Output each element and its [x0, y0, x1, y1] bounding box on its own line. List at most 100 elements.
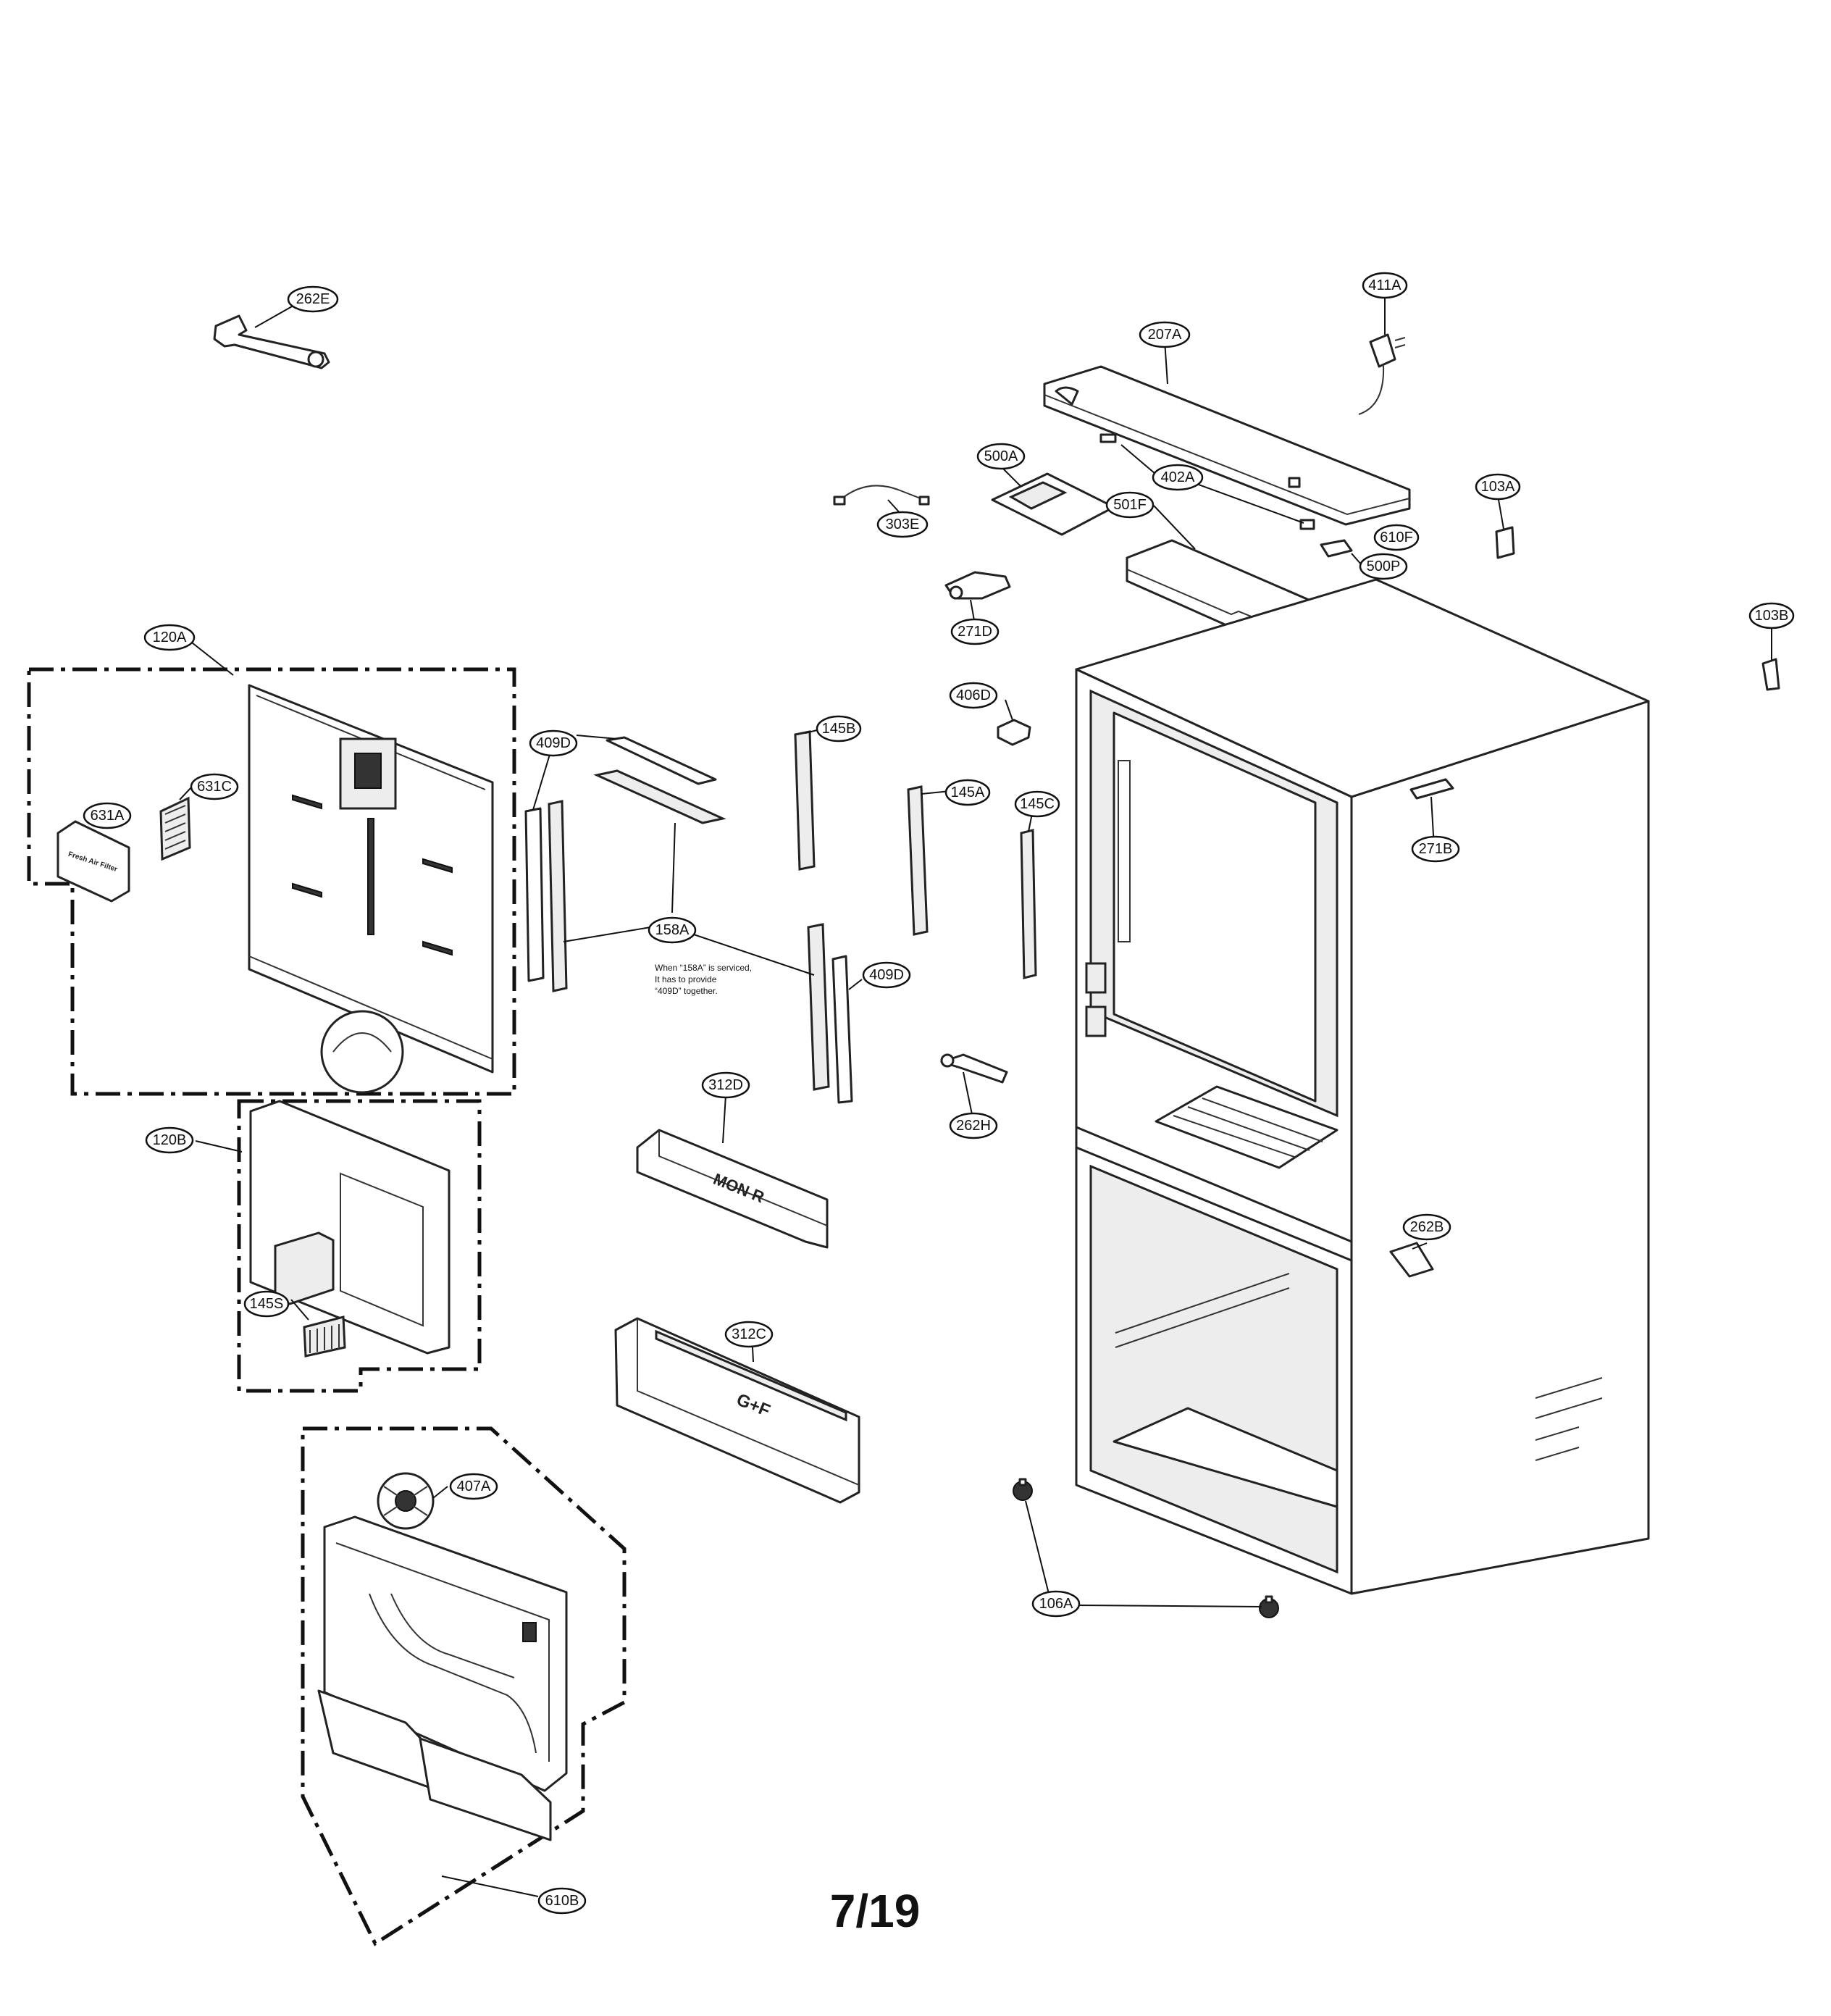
svg-text:409D: 409D	[536, 735, 571, 751]
callout-120a: 120A	[143, 624, 196, 651]
group-outline-610b	[301, 1426, 627, 1946]
svg-text:411A: 411A	[1368, 277, 1401, 293]
callout-631c: 631C	[190, 773, 239, 800]
callout-207a: 207A	[1139, 321, 1191, 348]
svg-text:312C: 312C	[732, 1326, 766, 1342]
svg-text:500P: 500P	[1367, 559, 1401, 574]
callout-271b: 271B	[1411, 835, 1460, 863]
part-120b-panel	[249, 1100, 451, 1355]
part-610b-duct-assembly	[317, 1515, 568, 1841]
callout-145a: 145A	[944, 779, 991, 806]
callout-402a: 402A	[1152, 464, 1204, 491]
svg-text:501F: 501F	[1113, 497, 1147, 513]
callout-500a: 500A	[976, 443, 1026, 470]
callout-145c: 145C	[1014, 790, 1060, 818]
svg-text:145C: 145C	[1020, 796, 1055, 812]
part-106a-leveling-leg-rear	[1259, 1595, 1279, 1618]
callout-262e: 262E	[287, 285, 339, 313]
callout-120b: 120B	[145, 1126, 194, 1154]
callout-303e: 303E	[876, 511, 929, 538]
part-409d-strip-right	[831, 955, 853, 1104]
callout-271d: 271D	[950, 618, 1000, 645]
part-262h-hinge	[940, 1053, 1008, 1084]
callout-262b: 262B	[1402, 1213, 1451, 1241]
part-402a-hinge-piece	[1299, 519, 1315, 530]
part-303e-wire-harness	[833, 485, 930, 506]
part-411a-power-cord	[1358, 333, 1406, 415]
callout-158a: 158A	[648, 916, 697, 944]
part-145b-rail	[794, 730, 816, 871]
svg-text:262H: 262H	[956, 1118, 991, 1134]
svg-text:158A: 158A	[655, 922, 690, 938]
callout-407a: 407A	[449, 1473, 498, 1500]
svg-text:120A: 120A	[153, 630, 187, 645]
part-158a-strip-right	[807, 923, 830, 1091]
service-note: When “158A” is serviced, It has to provi…	[655, 963, 752, 996]
callout-610b: 610B	[537, 1887, 587, 1915]
part-500p	[1320, 539, 1353, 558]
svg-text:610F: 610F	[1380, 530, 1413, 545]
callout-409d-mid: 409D	[862, 961, 911, 989]
callout-501f: 501F	[1105, 491, 1155, 519]
svg-text:631C: 631C	[197, 779, 232, 795]
svg-text:271B: 271B	[1419, 841, 1453, 857]
service-note-line-3: “409D” together.	[655, 986, 718, 996]
svg-text:103B: 103B	[1755, 608, 1789, 624]
part-500a-control-board	[991, 472, 1115, 536]
part-145c-rail	[1020, 829, 1037, 979]
svg-text:271D: 271D	[958, 624, 992, 640]
part-145s-connector	[303, 1316, 346, 1358]
callout-103b: 103B	[1748, 602, 1795, 630]
svg-text:406D: 406D	[956, 687, 991, 703]
part-312d-door-bin: MON R	[636, 1129, 829, 1249]
part-631a-filter-cover: Fresh Air Filter	[56, 820, 130, 903]
part-158a-strip-top	[593, 769, 726, 824]
callout-631a: 631A	[83, 802, 132, 829]
callout-145s: 145S	[243, 1290, 290, 1318]
svg-text:500A: 500A	[984, 448, 1018, 464]
part-409d-strip-top	[606, 736, 717, 785]
service-note-line-1: When “158A” is serviced,	[655, 963, 752, 973]
svg-text:312D: 312D	[708, 1077, 743, 1093]
svg-text:407A: 407A	[457, 1478, 491, 1494]
callout-406d: 406D	[949, 682, 998, 709]
part-312c-door-bin: G+F	[614, 1317, 860, 1504]
svg-text:610B: 610B	[545, 1893, 579, 1909]
part-407a-fan-motor	[377, 1472, 435, 1530]
svg-text:631A: 631A	[91, 808, 125, 824]
page-number: 7/19	[830, 1885, 921, 1937]
callout-106a: 106A	[1031, 1590, 1081, 1618]
part-631c-filter	[159, 796, 191, 861]
part-262b-hinge	[1389, 1242, 1434, 1278]
callout-500p: 500P	[1359, 553, 1408, 580]
part-409d-strip-left	[524, 807, 545, 982]
svg-text:145S: 145S	[250, 1296, 284, 1312]
svg-text:207A: 207A	[1148, 327, 1182, 343]
svg-text:409D: 409D	[869, 967, 904, 983]
svg-text:402A: 402A	[1161, 469, 1195, 485]
svg-text:106A: 106A	[1039, 1596, 1073, 1612]
svg-text:145A: 145A	[951, 785, 985, 800]
part-103a-clip	[1495, 526, 1515, 559]
svg-text:262E: 262E	[296, 291, 330, 307]
callout-262h: 262H	[949, 1112, 998, 1139]
callout-312c: 312C	[724, 1321, 774, 1348]
part-120a-rear-panel	[248, 684, 494, 1094]
part-271b-hinge	[1409, 778, 1454, 800]
group-outline-120b	[237, 1099, 482, 1393]
svg-text:103A: 103A	[1481, 479, 1515, 495]
part-271d-hinge	[944, 571, 1011, 600]
part-145a-rail	[907, 785, 929, 936]
part-262e-wrench	[213, 314, 330, 369]
svg-text:145B: 145B	[822, 721, 856, 737]
part-cabinet-body	[1075, 578, 1650, 1595]
callout-409d-top: 409D	[529, 729, 578, 757]
svg-text:120B: 120B	[153, 1132, 187, 1148]
callout-610f: 610F	[1373, 524, 1420, 551]
part-158a-strip-left	[548, 800, 568, 992]
svg-text:303E: 303E	[886, 516, 920, 532]
group-outline-120a	[27, 667, 516, 1096]
service-note-line-2: It has to provide	[655, 974, 717, 984]
callout-145b: 145B	[816, 715, 862, 743]
